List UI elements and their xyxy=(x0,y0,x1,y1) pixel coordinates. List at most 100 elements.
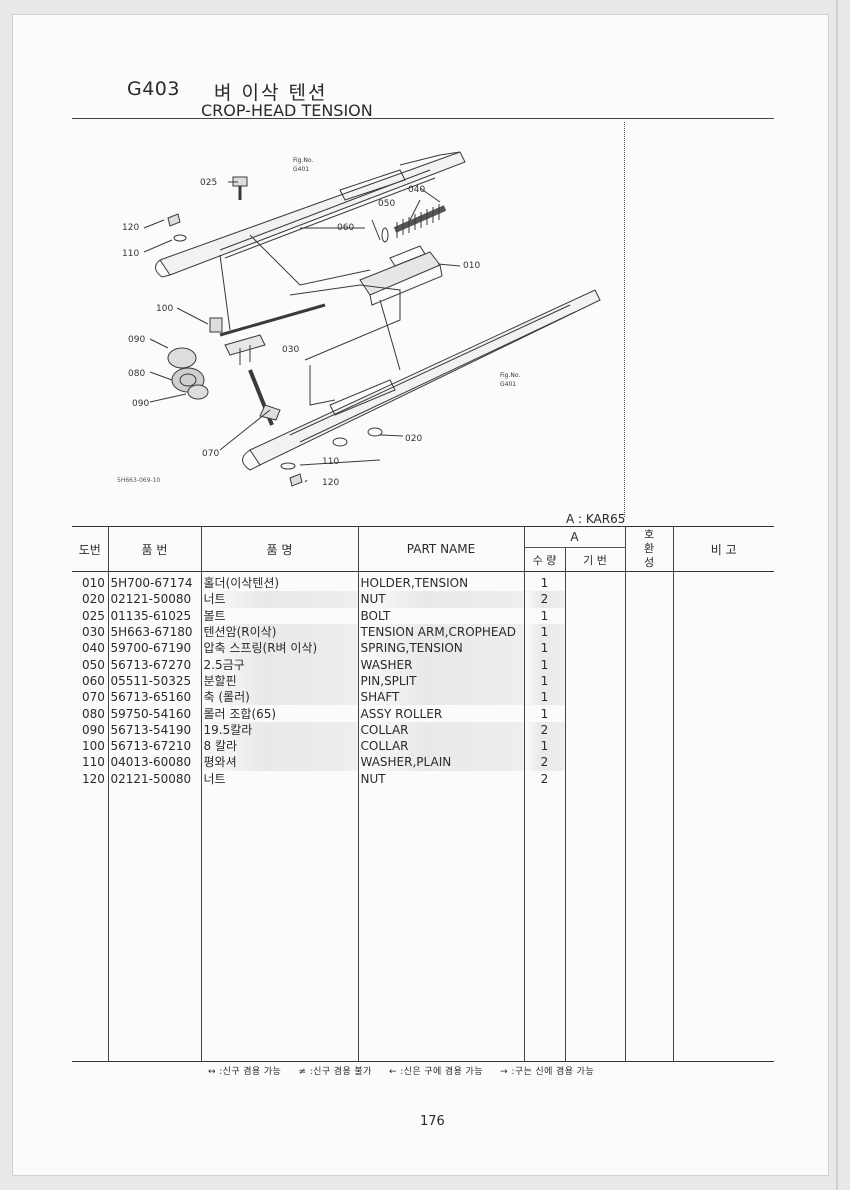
part-number-cell: 56713-54190 xyxy=(107,721,202,738)
quantity-cell: 1 xyxy=(523,705,566,722)
callout-020: 020 xyxy=(405,434,422,444)
quantity-cell: 1 xyxy=(523,689,566,706)
part-number-cell: 59700-67190 xyxy=(107,640,202,657)
part-name-cell: WASHER,PLAIN xyxy=(357,754,525,771)
header-item-no: 도번 xyxy=(72,526,109,572)
empty-cell xyxy=(624,689,674,706)
header-compatibility: 호환성 xyxy=(624,526,674,572)
empty-cell xyxy=(200,786,359,1062)
header-part-number: 품 번 xyxy=(107,526,202,572)
quantity-cell: 1 xyxy=(523,640,566,657)
item-no-cell: 025 xyxy=(72,607,109,624)
part-number-cell: 59750-54160 xyxy=(107,705,202,722)
empty-cell xyxy=(72,786,109,1062)
empty-cell xyxy=(624,754,674,771)
exploded-parts-diagram: Fig.No. G401 Fig.No. G401 025 120 110 05… xyxy=(122,151,601,488)
header-rule xyxy=(72,118,774,119)
quantity-cell: 1 xyxy=(523,572,566,592)
empty-cell xyxy=(672,721,774,738)
empty-cell xyxy=(624,786,674,1062)
callout-025: 025 xyxy=(200,178,217,188)
part-number-cell: 5H700-67174 xyxy=(107,572,202,592)
empty-cell xyxy=(564,656,626,673)
name-korean-cell: 너트 xyxy=(200,591,359,608)
title-english: CROP-HEAD TENSION xyxy=(201,101,373,120)
name-korean-cell: 분할핀 xyxy=(200,672,359,690)
empty-cell xyxy=(564,591,626,608)
empty-cell xyxy=(624,607,674,624)
name-korean-cell: 텐션암(R이삭) xyxy=(200,623,359,641)
empty-cell xyxy=(564,572,626,592)
name-korean-cell: 너트 xyxy=(200,770,359,787)
header-remarks: 비 고 xyxy=(672,526,774,572)
empty-cell xyxy=(624,572,674,592)
empty-cell xyxy=(672,591,774,608)
item-no-cell: 070 xyxy=(72,689,109,706)
name-korean-cell: 롤러 조합(65) xyxy=(200,705,359,722)
item-no-cell: 020 xyxy=(72,591,109,608)
empty-cell xyxy=(564,737,626,755)
part-number-cell: 5H663-67180 xyxy=(107,623,202,641)
empty-cell xyxy=(624,721,674,738)
part-number-cell: 01135-61025 xyxy=(107,607,202,624)
name-korean-cell: 홀더(이삭텐션) xyxy=(200,572,359,592)
empty-cell xyxy=(564,640,626,657)
legend-item: ↔ :신구 겸용 가능 xyxy=(208,1067,282,1077)
quantity-cell: 1 xyxy=(523,672,566,690)
callout-090-upper: 090 xyxy=(128,335,145,345)
empty-cell xyxy=(672,705,774,722)
quantity-cell: 2 xyxy=(523,721,566,738)
empty-cell xyxy=(564,786,626,1062)
empty-cell xyxy=(624,640,674,657)
empty-cell xyxy=(672,572,774,592)
figref-top-line1: Fig.No. xyxy=(293,157,313,164)
part-name-cell: TENSION ARM,CROPHEAD xyxy=(357,623,525,641)
empty-cell xyxy=(672,770,774,787)
empty-cell xyxy=(624,672,674,690)
item-no-cell: 090 xyxy=(72,721,109,738)
name-korean-cell: 볼트 xyxy=(200,607,359,624)
header-quantity: 수 량 xyxy=(523,547,566,572)
empty-cell xyxy=(672,689,774,706)
name-korean-cell: 평와셔 xyxy=(200,754,359,771)
empty-cell xyxy=(624,737,674,755)
part-name-cell: NUT xyxy=(357,591,525,608)
item-no-cell: 010 xyxy=(72,572,109,592)
empty-cell xyxy=(624,770,674,787)
part-name-cell: NUT xyxy=(357,770,525,787)
empty-cell xyxy=(672,754,774,771)
quantity-cell: 1 xyxy=(523,623,566,641)
part-name-cell: WASHER xyxy=(357,656,525,673)
legend-item: ← :신은 구에 겸용 가능 xyxy=(389,1067,483,1077)
empty-cell xyxy=(564,607,626,624)
empty-cell xyxy=(672,607,774,624)
callout-060: 060 xyxy=(337,223,354,233)
figref-bottom-line2: G401 xyxy=(500,381,516,388)
part-number-cell: 02121-50080 xyxy=(107,591,202,608)
callout-010: 010 xyxy=(463,261,480,271)
name-korean-cell: 19.5칼라 xyxy=(200,721,359,738)
part-name-cell: HOLDER,TENSION xyxy=(357,572,525,592)
callout-120: 120 xyxy=(122,223,139,233)
part-number-cell: 05511-50325 xyxy=(107,672,202,690)
empty-cell xyxy=(523,786,566,1062)
item-no-cell: 060 xyxy=(72,672,109,690)
name-korean-cell: 축 (롤러) xyxy=(200,689,359,706)
item-no-cell: 080 xyxy=(72,705,109,722)
empty-cell xyxy=(672,640,774,657)
empty-cell xyxy=(672,672,774,690)
empty-cell xyxy=(672,623,774,641)
item-no-cell: 120 xyxy=(72,770,109,787)
callout-100: 100 xyxy=(156,304,173,314)
item-no-cell: 050 xyxy=(72,656,109,673)
empty-cell xyxy=(624,623,674,641)
empty-cell xyxy=(564,689,626,706)
